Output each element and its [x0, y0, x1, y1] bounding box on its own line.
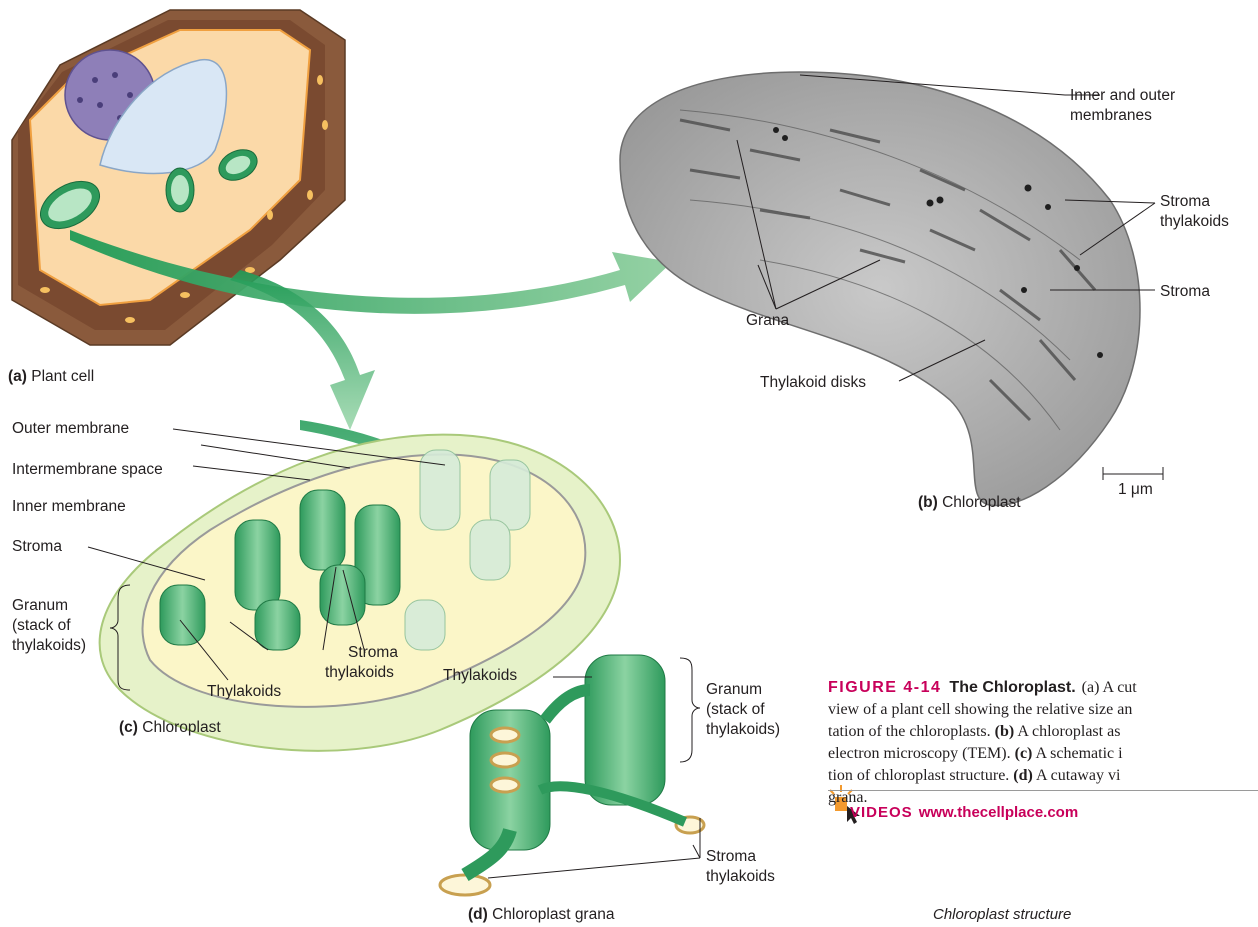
- label-stroma-thylakoids-c-2: thylakoids: [325, 663, 394, 682]
- caption-line5: tion of chloroplast structure. (d) A cut…: [828, 765, 1120, 786]
- caption-line4: electron microscopy (TEM). (c) A schemat…: [828, 743, 1123, 764]
- figure-number: FIGURE 4-14: [828, 679, 941, 696]
- label-stroma-thylakoids-d-2: thylakoids: [706, 867, 775, 886]
- caption-line2: view of a plant cell showing the relativ…: [828, 699, 1132, 720]
- label-stroma-c: Stroma: [12, 537, 62, 556]
- caption-line1: (a) A cut: [1082, 679, 1137, 696]
- chloroplast-schematic: [100, 435, 620, 751]
- label-thylakoids-c: Thylakoids: [207, 682, 281, 701]
- label-grana: Grana: [746, 311, 789, 330]
- label-inner-outer-membranes-1: Inner and outer: [1070, 86, 1175, 105]
- label-intermembrane-space: Intermembrane space: [12, 460, 163, 479]
- label-inner-outer-membranes-2: membranes: [1070, 106, 1152, 125]
- label-granum-d-1: Granum: [706, 680, 762, 699]
- label-inner-membrane: Inner membrane: [12, 497, 126, 516]
- panel-a-label: (a) Plant cell: [8, 367, 94, 386]
- caption-line3: tation of the chloroplasts. (b) A chloro…: [828, 721, 1120, 742]
- label-granum-d-2: (stack of: [706, 700, 765, 719]
- scale-bar-label: 1 μm: [1118, 480, 1153, 499]
- label-stroma-thylakoids-b-2: thylakoids: [1160, 212, 1229, 231]
- label-granum-c-3: thylakoids): [12, 636, 86, 655]
- videos-subtitle: Chloroplast structure: [933, 906, 1071, 923]
- label-outer-membrane: Outer membrane: [12, 419, 129, 438]
- label-granum-c-1: Granum: [12, 596, 68, 615]
- label-stroma-thylakoids-d-1: Stroma: [706, 847, 756, 866]
- panel-b-label: (b) Chloroplast: [918, 493, 1021, 512]
- label-granum-c-2: (stack of: [12, 616, 71, 635]
- caption-divider: [828, 790, 1258, 791]
- label-stroma-thylakoids-b-1: Stroma: [1160, 192, 1210, 211]
- figure-title: The Chloroplast.: [949, 679, 1075, 696]
- label-granum-d-3: thylakoids): [706, 720, 780, 739]
- panel-c-label: (c) Chloroplast: [119, 718, 221, 737]
- tem-chloroplast-image: [620, 72, 1140, 506]
- label-stroma-thylakoids-c-1: Stroma: [348, 643, 398, 662]
- label-thylakoids-d: Thylakoids: [443, 666, 517, 685]
- label-thylakoid-disks: Thylakoid disks: [760, 373, 866, 392]
- panel-d-label: (d) Chloroplast grana: [468, 905, 614, 924]
- label-stroma-b: Stroma: [1160, 282, 1210, 301]
- figure-caption-title: FIGURE 4-14 The Chloroplast. (a) A cut: [828, 677, 1137, 698]
